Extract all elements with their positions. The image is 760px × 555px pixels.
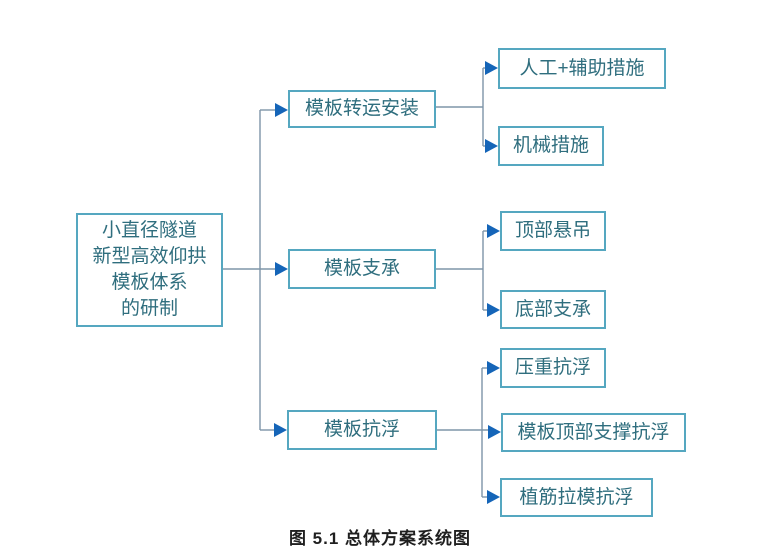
arrow-icon (487, 361, 500, 375)
branch-formwork-transport-install: 模板转运安装 (288, 90, 436, 128)
arrow-icon (274, 423, 287, 437)
leaf-bottom-support: 底部支承 (500, 290, 606, 329)
arrow-icon (487, 303, 500, 317)
arrow-icon (275, 103, 288, 117)
arrow-icon (488, 425, 501, 439)
arrow-icon (487, 224, 500, 238)
root-node-line: 新型高效仰拱 (92, 246, 207, 267)
leaf-mechanical-measures: 机械措施 (498, 126, 604, 166)
leaf-top-suspension: 顶部悬吊 (500, 211, 606, 251)
arrow-icon (487, 490, 500, 504)
root-node-line: 的研制 (120, 298, 178, 319)
leaf-rebar-tie-antifloat: 植筋拉模抗浮 (500, 478, 653, 517)
arrow-icon (275, 262, 288, 276)
root-node-line: 模板体系 (111, 272, 188, 293)
root-node-tunnel-formwork-system: 小直径隧道 新型高效仰拱 模板体系 的研制 (76, 213, 223, 327)
branch-formwork-support: 模板支承 (288, 249, 436, 289)
figure-caption: 图 5.1 总体方案系统图 (288, 529, 472, 548)
leaf-manual-auxiliary-measures: 人工+辅助措施 (498, 48, 666, 89)
branch-formwork-antifloat: 模板抗浮 (287, 410, 437, 450)
root-node-line: 小直径隧道 (101, 220, 197, 241)
leaf-ballast-antifloat: 压重抗浮 (500, 348, 606, 388)
arrow-icon (485, 139, 498, 153)
arrow-icon (485, 61, 498, 75)
leaf-top-bracing-antifloat: 模板顶部支撑抗浮 (501, 413, 686, 452)
